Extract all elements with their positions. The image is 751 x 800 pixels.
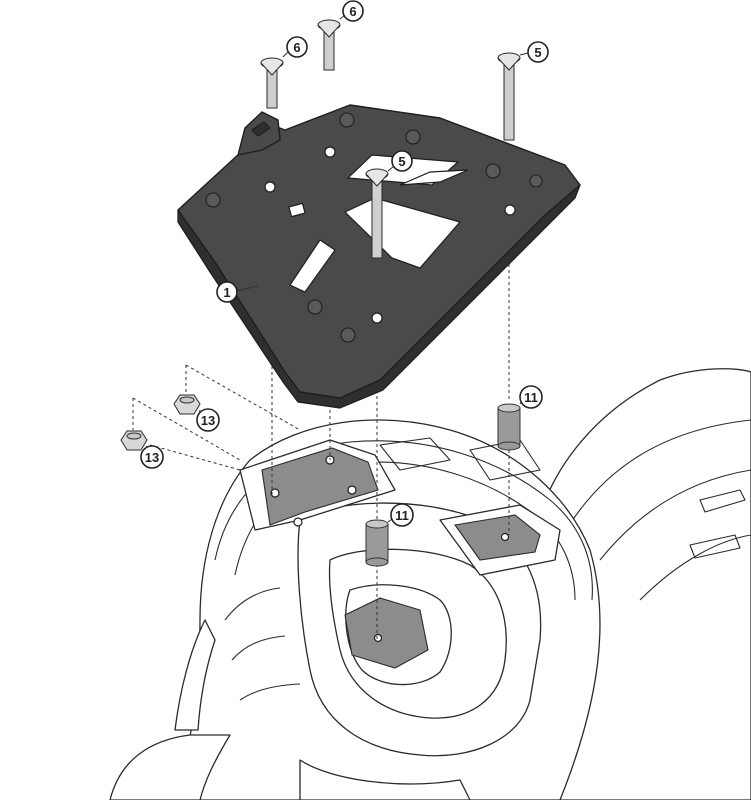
nut-lower [120,430,148,451]
callout-bolt-left-high: 6 [339,0,364,22]
bolt-long-right [497,52,521,141]
callout-bolt-center: 5 [387,150,413,172]
callout-bolt-long-right: 5 [519,41,549,63]
bolt-center [365,168,389,259]
callout-label: 1 [223,285,230,300]
nut-upper [173,394,201,415]
callout-label: 6 [293,40,300,55]
callout-spacer-right: 11 [519,385,543,409]
bolt-left-high [317,19,341,71]
callout-label: 11 [524,390,538,405]
callout-label: 5 [534,45,541,60]
callout-label: 13 [145,450,159,465]
callout-plate: 1 [216,281,259,303]
callout-label: 5 [398,154,405,169]
callout-spacer-center: 11 [387,503,414,527]
motorcycle-rear-outline [109,368,751,800]
callout-bolt-left-low: 6 [282,36,308,58]
callout-label: 11 [395,508,409,523]
bolt-left-low [260,57,284,109]
callout-label: 13 [201,413,215,428]
spacer-center [365,519,389,567]
callout-nut-lower: 13 [140,445,164,469]
callout-nut-upper: 13 [196,408,220,432]
spacer-right [497,403,521,451]
callout-label: 6 [349,4,356,19]
